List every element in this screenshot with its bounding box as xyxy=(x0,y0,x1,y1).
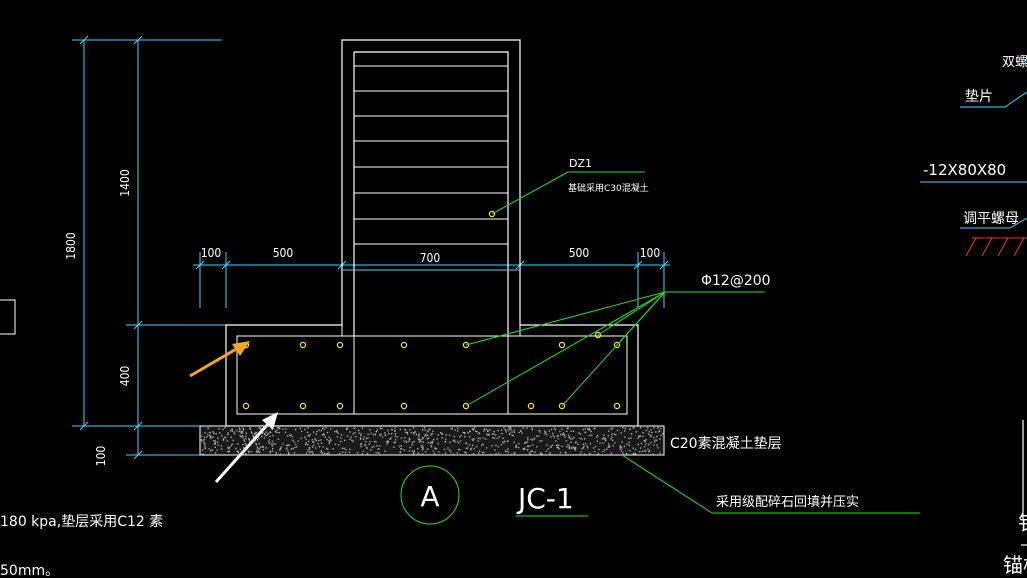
arrow-annotation-orange xyxy=(189,341,250,378)
dim-upper-height: 1400 xyxy=(118,169,132,197)
label-leveling-nut: 调平螺母 xyxy=(963,211,1019,227)
cushion-note: C20素混凝土垫层 xyxy=(670,436,782,452)
left-box-fragment xyxy=(0,299,16,335)
cushion-layer xyxy=(199,425,665,456)
label-anchor-2: 钅 xyxy=(1018,511,1027,535)
dim-right-width: 500 xyxy=(569,246,590,260)
rebar-label: Φ12@200 xyxy=(701,273,771,289)
dim-right-offset: 100 xyxy=(640,246,661,260)
dim-left-offset: 100 xyxy=(201,246,222,260)
column-note: 基础采用C30混凝土 xyxy=(568,182,649,194)
leader-lines xyxy=(400,171,920,525)
footing-outline[interactable] xyxy=(225,39,639,427)
dim-left-width: 500 xyxy=(273,246,294,260)
dimension-lines xyxy=(72,35,670,460)
footing-title: JC-1 xyxy=(516,482,574,515)
section-symbol: A xyxy=(420,480,439,513)
dim-total-height: 1800 xyxy=(64,232,78,260)
footing-rebar-cage xyxy=(236,325,628,415)
label-anchor-1: 锚栓 xyxy=(1003,553,1027,577)
column-label: DZ1 xyxy=(569,157,592,170)
bottom-note-1: 180 kpa,垫层采用C12 素 xyxy=(0,514,163,530)
label-plate: -12X80X80 xyxy=(923,161,1006,179)
label-double-nut: 双螺母 xyxy=(1002,55,1027,70)
arrow-annotation-white xyxy=(214,412,278,484)
dimension-texts: 1800 1400 400 100 100 500 700 500 100 xyxy=(64,169,660,466)
dim-column-width: 700 xyxy=(420,251,441,265)
column-stirrups xyxy=(354,65,508,245)
anchor-detail: 双螺母 垫片 -12X80X80 调平螺母 钅 锚栓 xyxy=(920,55,1027,577)
section-circle xyxy=(400,465,460,525)
dim-footing-height: 400 xyxy=(118,366,132,387)
rebar-dots xyxy=(242,210,621,410)
bottom-note-2: 50mm。 xyxy=(0,563,59,578)
dim-cushion-height: 100 xyxy=(94,446,108,467)
label-washer: 垫片 xyxy=(965,89,993,105)
backfill-note: 采用级配碎石回填并压实 xyxy=(716,495,859,510)
